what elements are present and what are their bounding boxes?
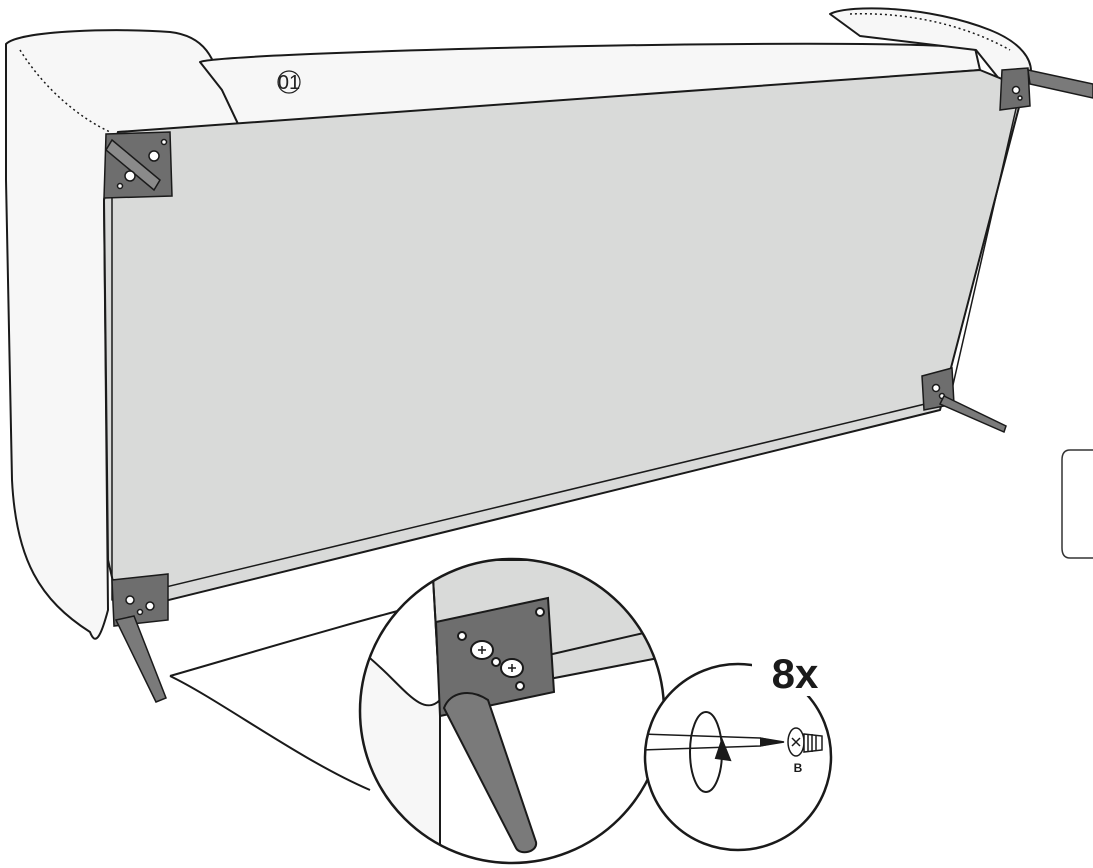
- right-arm-seam: [849, 13, 1011, 51]
- corner-bracket-top-right: [999, 67, 1031, 111]
- screw-icon: [787, 727, 823, 757]
- leg-bottom-right: [938, 395, 1007, 434]
- step-number-badge: 01: [277, 70, 301, 94]
- corner-bracket-top-left: [103, 131, 173, 199]
- corner-bracket-bottom-left: [111, 573, 169, 627]
- sofa-body: [5, 7, 1032, 640]
- next-page-tab: [1061, 449, 1093, 559]
- magnified-detail: [358, 557, 666, 865]
- left-arm-seam: [19, 49, 111, 133]
- tool-detail: 8x B: [643, 640, 833, 852]
- frame-edge: [111, 99, 1019, 601]
- base-panel: [103, 69, 1025, 613]
- screwdriver-icon: [645, 733, 785, 751]
- leg-bottom-left: [114, 615, 167, 703]
- part-label: B: [794, 761, 803, 775]
- quantity-label: 8x: [772, 650, 819, 697]
- rotate-clockwise-icon: [689, 711, 732, 793]
- leg-top-right: [1027, 69, 1093, 99]
- step-number: 01: [278, 72, 300, 94]
